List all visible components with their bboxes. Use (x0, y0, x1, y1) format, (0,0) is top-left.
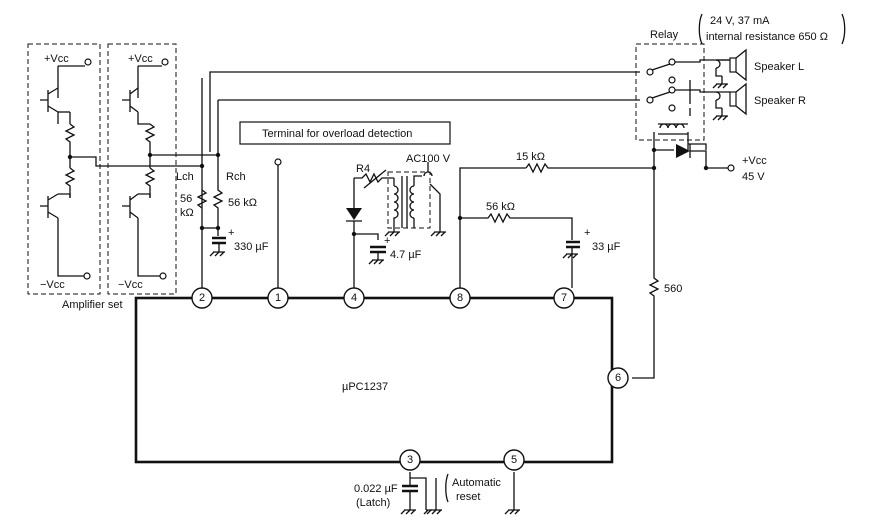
pin-2-label: 2 (199, 292, 205, 304)
svg-text:+: + (584, 227, 590, 239)
r56k-left-a: 56 (180, 193, 192, 205)
pin-5-label: 5 (511, 454, 517, 466)
lch-label: Lch (176, 171, 194, 183)
ac100-label: AC100 V (406, 153, 451, 165)
relay-spec-2: internal resistance 650 Ω (706, 31, 828, 43)
ic-body (134, 296, 614, 464)
pin-3-label: 3 (407, 454, 413, 466)
ic-upc1237: µPC1237 (134, 296, 614, 464)
amp2-vcc-neg: −Vcc (118, 279, 143, 291)
pin-2: 2 (191, 287, 213, 309)
pin-5: 5 (503, 449, 525, 471)
pin-7: 7 (553, 287, 575, 309)
pin-1-label: 1 (275, 292, 281, 304)
relay-spec-1: 24 V, 37 mA (710, 15, 770, 27)
auto-reset-label-b: reset (456, 491, 480, 503)
amp1-vcc-neg: −Vcc (40, 279, 65, 291)
amplifier-box-2 (107, 43, 177, 295)
r56k-left-b: kΩ (180, 207, 194, 219)
amp1-vcc-pos: +Vcc (44, 53, 69, 65)
pin8-network: 15 kΩ 56 kΩ + 33 µF (457, 151, 654, 288)
pin-7-label: 7 (561, 292, 567, 304)
pin6-network: 560 (632, 168, 682, 379)
relay: Relay 24 V, 37 mA internal resistance 65… (635, 13, 846, 168)
rch-label: Rch (226, 171, 246, 183)
latch-label: (Latch) (356, 497, 390, 509)
speakers: Speaker L Speaker R (712, 48, 806, 121)
pin-1: 1 (267, 287, 289, 309)
r560-label: 560 (664, 283, 682, 295)
c33-label: 33 µF (592, 241, 621, 253)
amplifier-set: +Vcc −Vcc +Vcc −Vcc Amplifier set (27, 43, 177, 311)
pin-6: 6 (607, 367, 629, 389)
vcc-supply: +Vcc 45 V (651, 143, 767, 183)
speaker-l-label: Speaker L (754, 61, 804, 73)
r15k-label: 15 kΩ (516, 151, 545, 163)
c47-label: 4.7 µF (390, 249, 422, 261)
terminal-box-label: Terminal for overload detection (262, 128, 412, 140)
input-network: 56 kΩ 56 kΩ + 330 µF (180, 155, 269, 257)
output-wiring: Lch Rch (70, 71, 640, 290)
auto-reset-label-a: Automatic (452, 477, 501, 489)
pin-3: 3 (399, 449, 421, 471)
pin-8-label: 8 (457, 292, 463, 304)
pin-8: 8 (449, 287, 471, 309)
r56k-pin7-label: 56 kΩ (486, 201, 515, 213)
c0022-label: 0.022 µF (354, 483, 398, 495)
svg-text:+: + (384, 235, 390, 247)
speaker-r-label: Speaker R (754, 95, 806, 107)
latch-network: 0.022 µF (Latch) Automatic reset (354, 472, 520, 515)
pin-4: 4 (343, 287, 365, 309)
r56k-right: 56 kΩ (228, 197, 257, 209)
overload-terminal: Terminal for overload detection (239, 121, 451, 288)
amp2-vcc-pos: +Vcc (128, 53, 153, 65)
vcc-label: +Vcc (742, 155, 767, 167)
r4-label: R4 (356, 163, 370, 175)
amplifier-set-label: Amplifier set (62, 299, 123, 311)
ic-pins: 2 1 4 8 7 6 3 5 (191, 287, 629, 471)
ac-detection-network: R4 + 4.7 µF AC100 V (346, 153, 451, 288)
vcc-voltage-label: 45 V (742, 171, 765, 183)
terminal-box (239, 121, 451, 145)
relay-label: Relay (650, 29, 679, 41)
pin-6-label: 6 (615, 372, 621, 384)
c330-label: 330 µF (234, 241, 269, 253)
amplifier-box-1 (27, 43, 101, 295)
ic-name-label: µPC1237 (342, 381, 388, 393)
svg-text:+: + (228, 227, 234, 239)
pin-4-label: 4 (351, 292, 357, 304)
